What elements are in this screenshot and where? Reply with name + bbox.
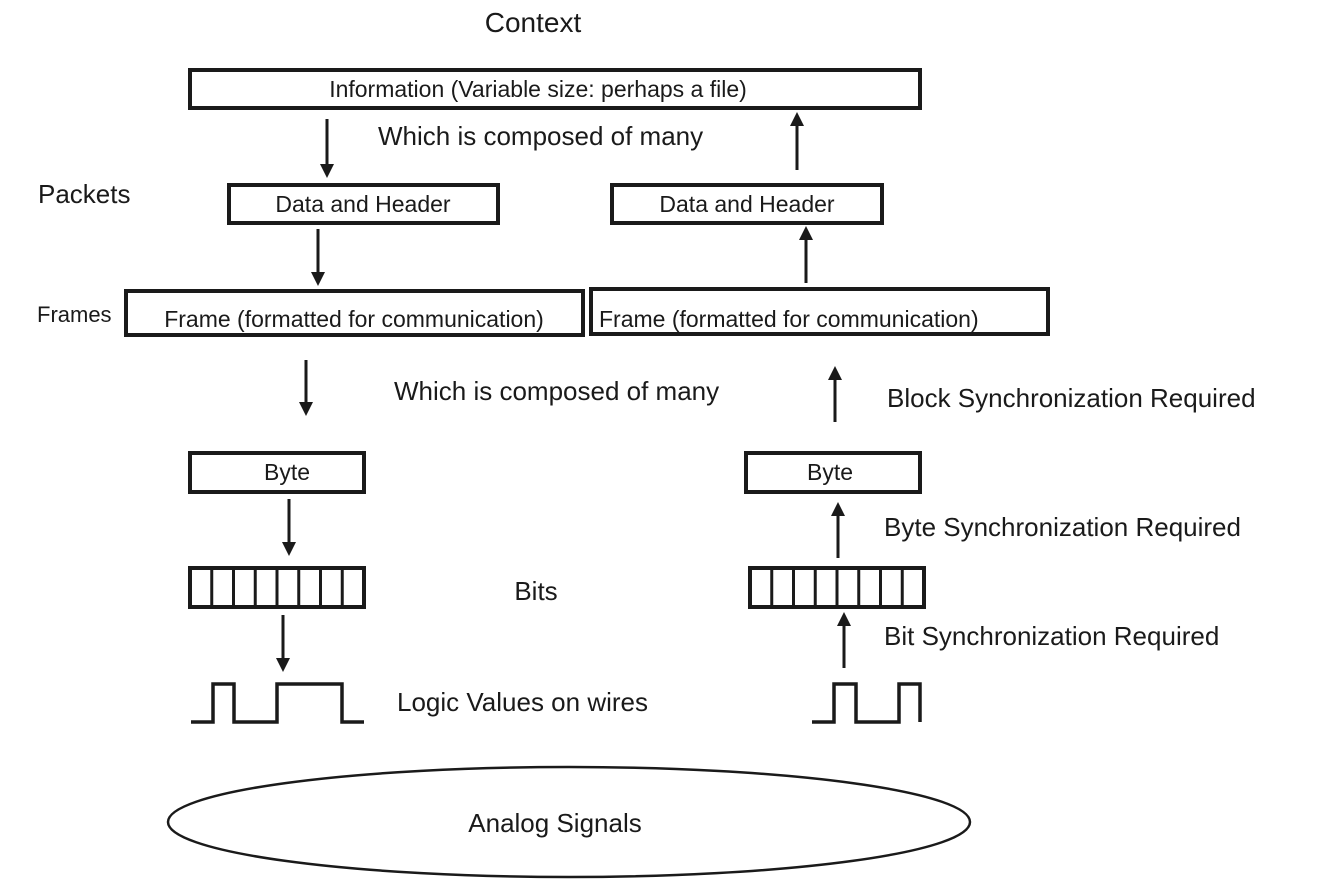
arrow-up-byte-to-frame xyxy=(828,366,842,422)
composed-of-many-label-top: Which is composed of many xyxy=(378,121,703,151)
frame-box-right-label: Frame (formatted for communication) xyxy=(599,306,979,332)
analog-signals-label: Analog Signals xyxy=(468,808,641,838)
bit-sync-label: Bit Synchronization Required xyxy=(884,621,1219,651)
packets-label: Packets xyxy=(38,179,131,209)
composed-of-many-label-middle: Which is composed of many xyxy=(394,376,719,406)
bits-register-left xyxy=(188,566,366,609)
byte-box-right-label: Byte xyxy=(807,459,853,485)
logic-values-label: Logic Values on wires xyxy=(397,687,648,717)
analog-signals-ellipse: Analog Signals xyxy=(166,765,972,879)
arrow-up-frame-to-packet xyxy=(799,226,813,283)
arrow-up-wave-to-bits xyxy=(837,612,851,668)
information-box: Information (Variable size: perhaps a fi… xyxy=(188,68,922,110)
frame-box-left-label: Frame (formatted for communication) xyxy=(164,306,544,332)
byte-box-left: Byte xyxy=(188,451,366,494)
information-box-label: Information (Variable size: perhaps a fi… xyxy=(329,76,747,102)
block-sync-label: Block Synchronization Required xyxy=(887,383,1256,413)
packet-box-left: Data and Header xyxy=(227,183,500,225)
frame-box-left: Frame (formatted for communication) xyxy=(124,289,585,337)
arrow-up-packet-to-info xyxy=(790,112,804,170)
arrow-down-packet-to-frame xyxy=(311,229,325,286)
packet-box-right: Data and Header xyxy=(610,183,884,225)
logic-waveform-left xyxy=(191,682,364,724)
arrow-down-byte-to-bits xyxy=(282,499,296,556)
packet-box-right-label: Data and Header xyxy=(659,191,835,217)
arrow-down-frame-to-byte xyxy=(299,360,313,416)
bits-label: Bits xyxy=(514,576,557,606)
context-title: Context xyxy=(485,7,582,38)
bits-register-right xyxy=(748,566,926,609)
packet-box-left-label: Data and Header xyxy=(275,191,451,217)
arrow-up-bits-to-byte xyxy=(831,502,845,558)
frame-box-right: Frame (formatted for communication) xyxy=(589,287,1050,336)
arrow-down-bits-to-wave xyxy=(276,615,290,672)
byte-sync-label: Byte Synchronization Required xyxy=(884,512,1241,542)
byte-box-right: Byte xyxy=(744,451,922,494)
byte-box-left-label: Byte xyxy=(264,459,310,485)
frames-label: Frames xyxy=(37,302,112,327)
logic-waveform-right xyxy=(812,682,922,724)
arrow-down-info-to-packet xyxy=(320,119,334,178)
